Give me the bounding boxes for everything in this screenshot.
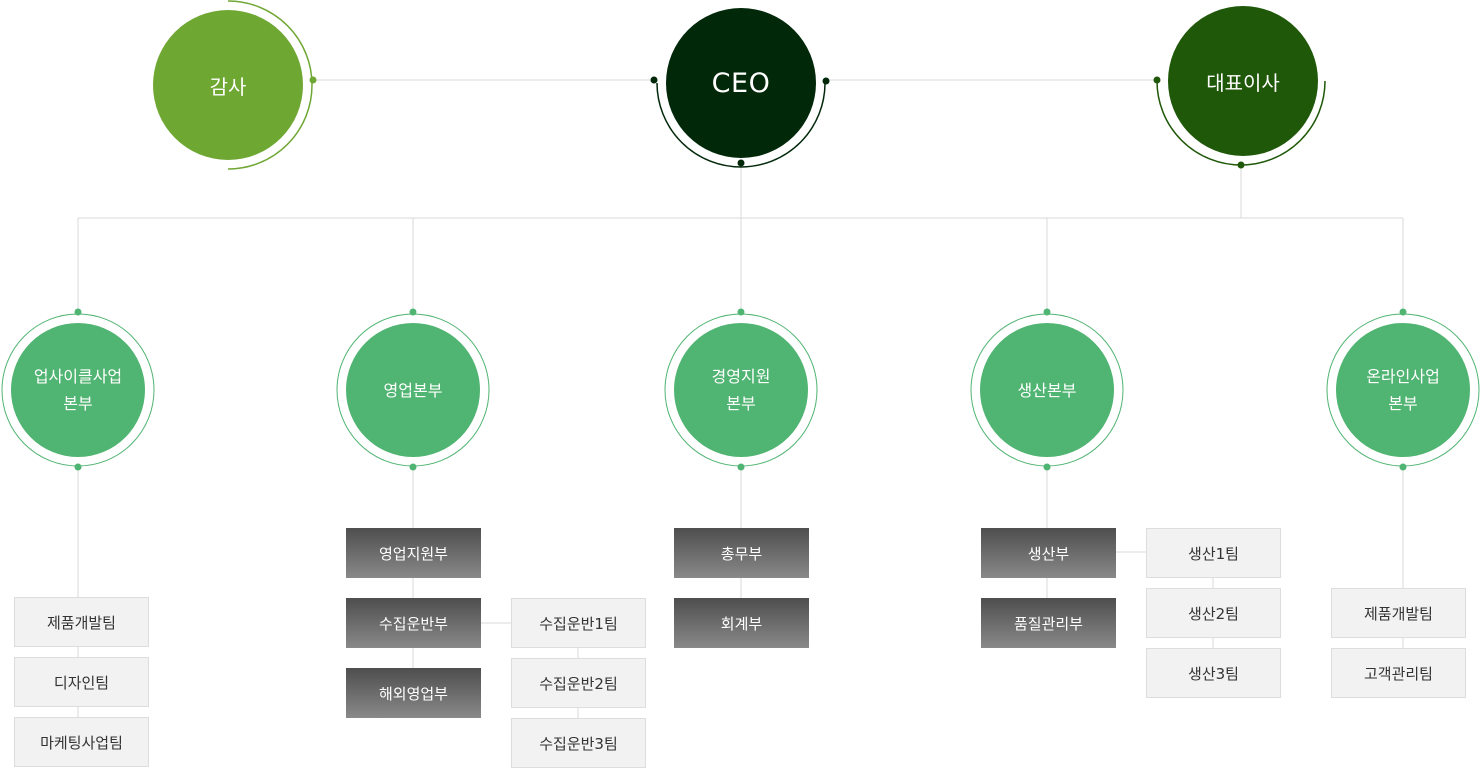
team-box: 디자인팀 [14, 657, 149, 707]
team-box: 생산1팀 [1146, 528, 1281, 578]
department-label: 수집운반부 [378, 614, 448, 633]
team-box: 수집운반2팀 [511, 658, 646, 708]
ceo-node: CEO [666, 8, 816, 158]
division-label: 영업본부 [383, 380, 443, 400]
division-sales: 영업본부 [346, 323, 480, 457]
department-label: 영업지원부 [378, 544, 448, 563]
department-box: 수집운반부 [346, 598, 481, 648]
team-label: 수집운반1팀 [539, 614, 618, 633]
team-box: 수집운반1팀 [511, 598, 646, 648]
team-label: 마케팅사업팀 [40, 733, 123, 752]
division-label: 경영지원 본부 [711, 367, 771, 413]
team-label: 제품개발팀 [46, 613, 116, 632]
division-label: 업사이클사업 본부 [33, 367, 123, 413]
division-management-support: 경영지원 본부 [674, 323, 808, 457]
department-label: 품질관리부 [1013, 614, 1083, 633]
division-online: 온라인사업 본부 [1336, 323, 1470, 457]
division-label: 온라인사업 본부 [1366, 367, 1440, 413]
department-label: 회계부 [720, 614, 763, 633]
audit-node: 감사 [153, 10, 303, 160]
team-label: 생산2팀 [1188, 604, 1239, 623]
department-label: 해외영업부 [378, 684, 448, 703]
ceo-label: CEO [711, 67, 771, 99]
division-upcycle: 업사이클사업 본부 [11, 323, 145, 457]
team-box: 생산2팀 [1146, 588, 1281, 638]
department-label: 생산부 [1027, 544, 1070, 563]
team-box: 마케팅사업팀 [14, 717, 149, 767]
team-label: 수집운반3팀 [539, 734, 618, 753]
team-label: 디자인팀 [53, 673, 110, 692]
team-box: 고객관리팀 [1331, 648, 1466, 698]
team-label: 생산1팀 [1188, 544, 1239, 563]
team-label: 생산3팀 [1188, 664, 1239, 683]
audit-label: 감사 [209, 74, 247, 99]
department-box: 영업지원부 [346, 528, 481, 578]
division-production: 생산본부 [980, 323, 1114, 457]
department-label: 총무부 [720, 544, 763, 563]
representative-label: 대표이사 [1206, 70, 1280, 95]
department-box: 해외영업부 [346, 668, 481, 718]
department-box: 총무부 [674, 528, 809, 578]
representative-node: 대표이사 [1168, 6, 1318, 156]
team-box: 제품개발팀 [1331, 588, 1466, 638]
division-label: 생산본부 [1017, 380, 1077, 400]
department-box: 품질관리부 [981, 598, 1116, 648]
department-box: 생산부 [981, 528, 1116, 578]
department-box: 회계부 [674, 598, 809, 648]
team-label: 수집운반2팀 [539, 674, 618, 693]
team-label: 고객관리팀 [1363, 664, 1433, 683]
team-box: 수집운반3팀 [511, 718, 646, 768]
team-box: 제품개발팀 [14, 597, 149, 647]
team-box: 생산3팀 [1146, 648, 1281, 698]
team-label: 제품개발팀 [1363, 604, 1433, 623]
